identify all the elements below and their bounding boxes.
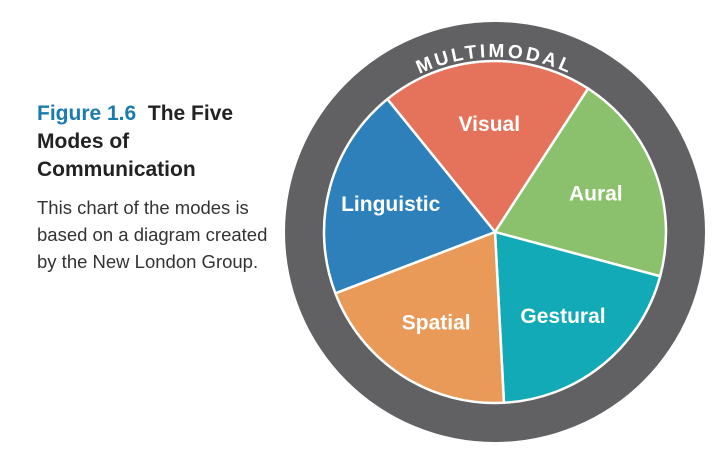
- segment-visual: [386, 59, 590, 234]
- segment-aural: [493, 87, 668, 278]
- segment-linguistic: [322, 97, 497, 295]
- label-aural: Aural: [569, 182, 623, 205]
- figure-caption: Figure 1.6 The Five Modes of Communicati…: [37, 100, 277, 275]
- label-spatial: Spatial: [402, 312, 471, 335]
- segment-spatial: [334, 230, 506, 405]
- label-gestural: Gestural: [520, 305, 605, 328]
- label-visual: Visual: [459, 113, 520, 136]
- label-linguistic: Linguistic: [341, 193, 440, 216]
- figure-title: Figure 1.6 The Five Modes of Communicati…: [37, 100, 277, 184]
- modes-diagram: MULTIMODAL VisualAuralGesturalSpatialLin…: [285, 22, 705, 442]
- figure-description: This chart of the modes is based on a di…: [37, 197, 268, 272]
- figure-title-text: The Five Modes of Communication: [37, 102, 234, 181]
- segment-gestural: [493, 230, 662, 405]
- figure-label: Figure 1.6: [37, 102, 137, 125]
- mode-segments: [322, 59, 668, 405]
